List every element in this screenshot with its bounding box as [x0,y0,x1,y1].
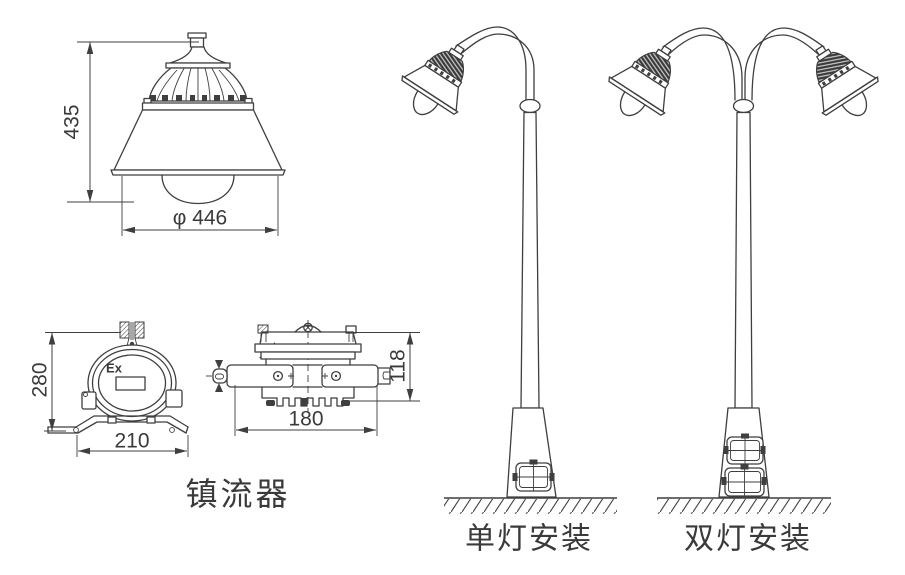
pole-collar [732,98,755,114]
dimension-width-210: 210 [76,430,189,457]
dim-label-210: 210 [114,430,149,453]
ballast-front-view: Ex 280 210 [29,321,189,457]
ground-hatch [444,498,617,514]
pole [734,111,753,409]
lamp-head-right [791,29,891,133]
dimension-width-180: 180 [234,385,378,436]
dimension-height-118: 118 [346,332,420,402]
dimension-height-435: 435 [61,41,199,203]
ex-marking: Ex [106,361,123,376]
dim-label-180: 180 [288,408,323,431]
dim-label-118: 118 [387,349,410,382]
screw-icon [330,370,342,382]
pedestal-access-box-upper [723,433,766,465]
single-lamp-caption: 单灯安装 [465,523,593,556]
ground-hatch [657,498,831,514]
dimension-height-280: 280 [29,332,121,432]
lamp-head-left [596,29,696,133]
ballast-caption: 镇流器 [185,476,290,512]
pedestal-access-box [512,459,555,492]
double-lamp-installation: 双灯安装 [596,27,891,556]
dim-label-435: 435 [61,104,84,139]
dimension-diameter-446: φ 446 [121,176,279,236]
single-lamp-installation: 单灯安装 [389,26,617,556]
dim-label-280: 280 [29,362,52,397]
pole-collar [519,98,541,114]
nameplate [115,376,146,391]
lamp-fixture-front-view: 435 φ 446 [61,32,286,236]
pole [520,111,540,409]
ballast-side-view: 118 180 [206,320,420,436]
pedestal-access-box-lower [721,464,767,497]
screw-icon [272,370,284,382]
dim-label-446: φ 446 [173,207,228,230]
double-lamp-caption: 双灯安装 [684,523,812,556]
